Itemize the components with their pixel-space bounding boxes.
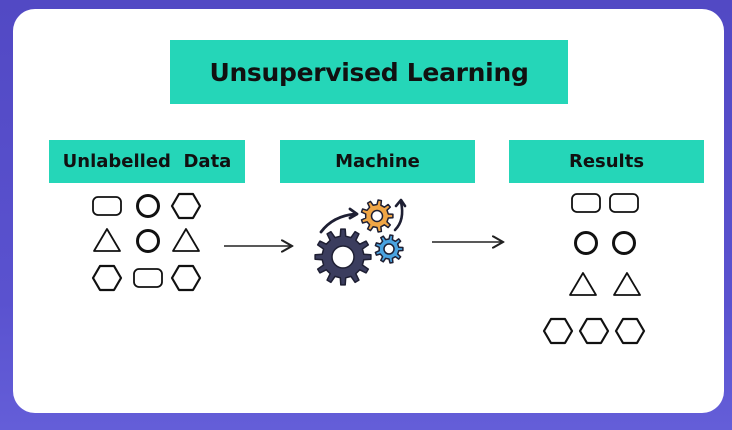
hexagon-shape — [542, 317, 574, 345]
gears-icon — [314, 198, 407, 286]
triangle-shape — [613, 272, 641, 296]
diagram-card: Unsupervised Learning Unlabelled Data Ma… — [13, 9, 724, 413]
diagram-shapes — [91, 192, 646, 345]
hexagon-shape — [170, 192, 202, 220]
triangle-shape — [172, 228, 200, 252]
machine-label: Machine — [280, 140, 475, 183]
unlabelled-data-shapes — [91, 192, 202, 292]
rounded-rectangle-shape — [133, 268, 163, 288]
triangle-shape — [93, 228, 121, 252]
rounded-rectangle-shape — [609, 193, 639, 213]
rounded-rectangle-shape — [92, 196, 122, 216]
triangle-shape — [569, 272, 597, 296]
big-gear-icon — [314, 228, 372, 286]
hexagon-shape — [91, 264, 123, 292]
circle-shape — [136, 194, 160, 218]
hexagon-shape — [170, 264, 202, 292]
hexagon-shape — [614, 317, 646, 345]
circle-shape — [612, 231, 636, 255]
rounded-rectangle-shape — [571, 193, 601, 213]
unlabelled-data-label: Unlabelled Data — [49, 140, 245, 183]
orange-gear-icon — [360, 199, 394, 233]
results-shapes — [542, 193, 646, 345]
circle-shape — [136, 229, 160, 253]
blue-gear-icon — [374, 234, 404, 264]
diagram-title: Unsupervised Learning — [170, 40, 568, 104]
circle-shape — [574, 231, 598, 255]
hexagon-shape — [578, 317, 610, 345]
results-label: Results — [509, 140, 704, 183]
